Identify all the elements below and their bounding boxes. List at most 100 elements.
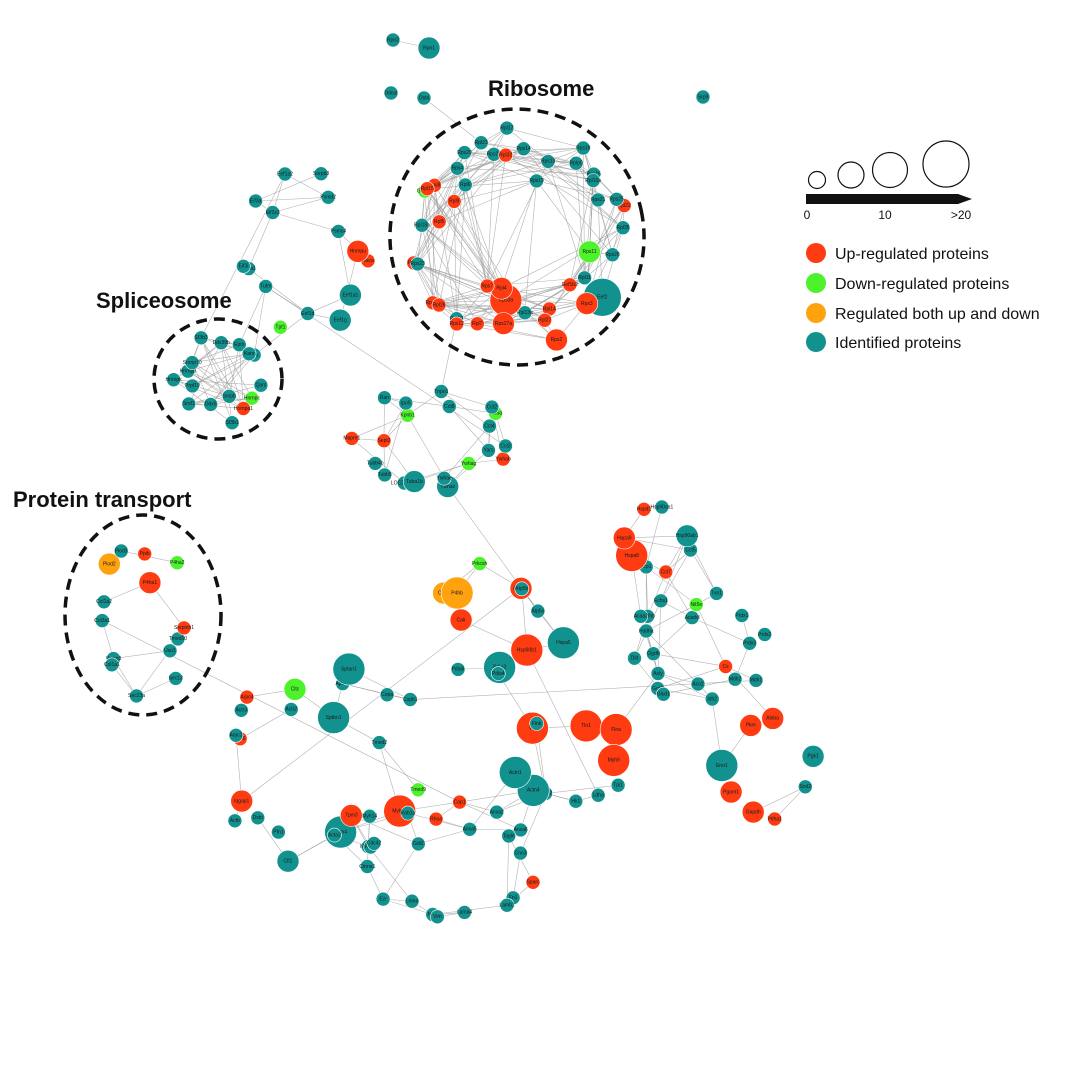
protein-node-circle[interactable]: [320, 190, 336, 205]
protein-node[interactable]: Ppib: [137, 546, 152, 562]
protein-node[interactable]: Ogdh: [646, 646, 661, 662]
protein-node[interactable]: Pdia4: [490, 666, 506, 681]
protein-node[interactable]: Cdc42: [366, 836, 382, 851]
protein-node[interactable]: Yars: [481, 443, 496, 458]
protein-node-circle[interactable]: [457, 905, 472, 920]
protein-node[interactable]: Myh9: [597, 744, 631, 777]
protein-node[interactable]: Sf3b1: [224, 415, 240, 431]
protein-node[interactable]: Rps27a: [492, 312, 515, 335]
protein-node[interactable]: Cct4: [482, 418, 497, 434]
protein-node[interactable]: Ost4: [416, 90, 432, 106]
protein-node-circle[interactable]: [742, 635, 758, 651]
protein-node-circle[interactable]: [379, 687, 395, 703]
protein-node[interactable]: Rpl26: [431, 297, 447, 313]
protein-node-circle[interactable]: [265, 205, 281, 220]
protein-node[interactable]: Sparc: [525, 874, 541, 890]
protein-node-circle[interactable]: [230, 789, 253, 813]
protein-node-circle[interactable]: [239, 689, 255, 705]
protein-node[interactable]: Lamb1: [499, 897, 515, 913]
protein-node-circle[interactable]: [417, 36, 441, 60]
protein-node-circle[interactable]: [517, 305, 533, 321]
protein-node[interactable]: Cct7: [658, 564, 674, 580]
protein-node-circle[interactable]: [525, 874, 541, 890]
protein-node[interactable]: Sept2: [376, 433, 392, 449]
protein-node-circle[interactable]: [646, 646, 661, 662]
protein-node[interactable]: Ywhab: [495, 451, 511, 467]
protein-node[interactable]: Srsf1: [181, 396, 197, 412]
protein-node-circle[interactable]: [431, 214, 447, 230]
protein-node[interactable]: Copb1: [402, 692, 418, 707]
protein-node[interactable]: Pfn1: [271, 824, 286, 840]
protein-node[interactable]: Eprs: [232, 337, 247, 353]
protein-node[interactable]: Sptan1: [332, 652, 366, 686]
protein-node[interactable]: Glud1: [656, 686, 671, 702]
protein-node[interactable]: Tubb5: [377, 467, 393, 483]
protein-node[interactable]: Sec13: [168, 671, 183, 686]
protein-node-circle[interactable]: [436, 470, 452, 486]
protein-node[interactable]: Cct3: [498, 438, 513, 454]
protein-node-circle[interactable]: [366, 836, 382, 851]
protein-node-circle[interactable]: [344, 431, 360, 446]
protein-node-circle[interactable]: [748, 673, 764, 688]
protein-node-circle[interactable]: [578, 240, 601, 264]
protein-node-circle[interactable]: [129, 688, 144, 704]
protein-node-circle[interactable]: [590, 192, 606, 208]
protein-node[interactable]: Cap1: [452, 794, 467, 810]
protein-node[interactable]: Rpn2: [385, 32, 401, 48]
protein-node[interactable]: Hsp90ab1: [675, 524, 699, 548]
protein-node[interactable]: Eif2s3: [265, 205, 281, 220]
protein-node[interactable]: Cfl1: [276, 849, 300, 873]
protein-node[interactable]: Pgk1: [801, 744, 825, 768]
protein-node[interactable]: Prdx1: [734, 608, 750, 623]
protein-node-circle[interactable]: [734, 608, 750, 623]
protein-node-circle[interactable]: [650, 666, 666, 681]
protein-node[interactable]: Col1a2: [96, 594, 112, 610]
protein-node-circle[interactable]: [545, 328, 568, 352]
protein-node-circle[interactable]: [313, 166, 329, 181]
protein-node[interactable]: Actr3: [234, 702, 249, 718]
protein-node[interactable]: Hspa5: [547, 626, 580, 660]
protein-node-circle[interactable]: [727, 671, 743, 687]
protein-node[interactable]: Echs1: [653, 593, 669, 609]
protein-node[interactable]: Eef1b2: [562, 277, 578, 293]
protein-node-circle[interactable]: [113, 543, 129, 559]
protein-node[interactable]: Hnrnpa1: [234, 401, 253, 416]
protein-node[interactable]: Rpl32: [498, 147, 514, 163]
protein-node[interactable]: P4hb: [440, 576, 474, 610]
protein-node-circle[interactable]: [499, 897, 515, 913]
protein-node-circle[interactable]: [452, 794, 467, 810]
protein-node-circle[interactable]: [449, 608, 473, 632]
protein-node-circle[interactable]: [514, 581, 530, 597]
protein-node[interactable]: Prkcsh: [472, 556, 488, 571]
protein-node-circle[interactable]: [224, 415, 240, 431]
protein-node-circle[interactable]: [104, 657, 120, 673]
protein-node[interactable]: Eef1g: [328, 308, 352, 332]
protein-node-circle[interactable]: [169, 555, 185, 571]
protein-node-circle[interactable]: [590, 787, 606, 803]
protein-node[interactable]: Prdx3: [742, 635, 758, 651]
protein-node-circle[interactable]: [317, 701, 350, 734]
protein-node-circle[interactable]: [498, 438, 513, 454]
protein-node[interactable]: Tmed9: [410, 782, 426, 798]
protein-node[interactable]: Rpl23: [473, 135, 489, 150]
protein-node[interactable]: P4ha1: [138, 571, 162, 595]
protein-node-circle[interactable]: [529, 716, 545, 731]
protein-node-circle[interactable]: [719, 780, 743, 804]
protein-node[interactable]: Mapre1: [343, 431, 360, 446]
protein-node[interactable]: Myh14: [362, 808, 377, 824]
protein-node[interactable]: Snrnp70: [183, 355, 202, 370]
protein-node-circle[interactable]: [402, 692, 418, 707]
protein-node[interactable]: Rplp0: [568, 155, 584, 171]
protein-node-circle[interactable]: [757, 627, 773, 642]
protein-node[interactable]: Idh2: [704, 691, 720, 707]
protein-node[interactable]: Flna: [599, 713, 633, 746]
protein-node-circle[interactable]: [498, 756, 532, 789]
protein-node[interactable]: Ywhae: [436, 470, 453, 486]
protein-node-circle[interactable]: [404, 893, 420, 909]
protein-node-circle[interactable]: [562, 277, 578, 293]
protein-node[interactable]: Rpl10a: [585, 173, 601, 188]
protein-node-circle[interactable]: [675, 524, 699, 548]
protein-node[interactable]: Tln1: [569, 709, 603, 743]
protein-node[interactable]: Actr2: [283, 702, 299, 717]
protein-node-circle[interactable]: [96, 594, 112, 610]
